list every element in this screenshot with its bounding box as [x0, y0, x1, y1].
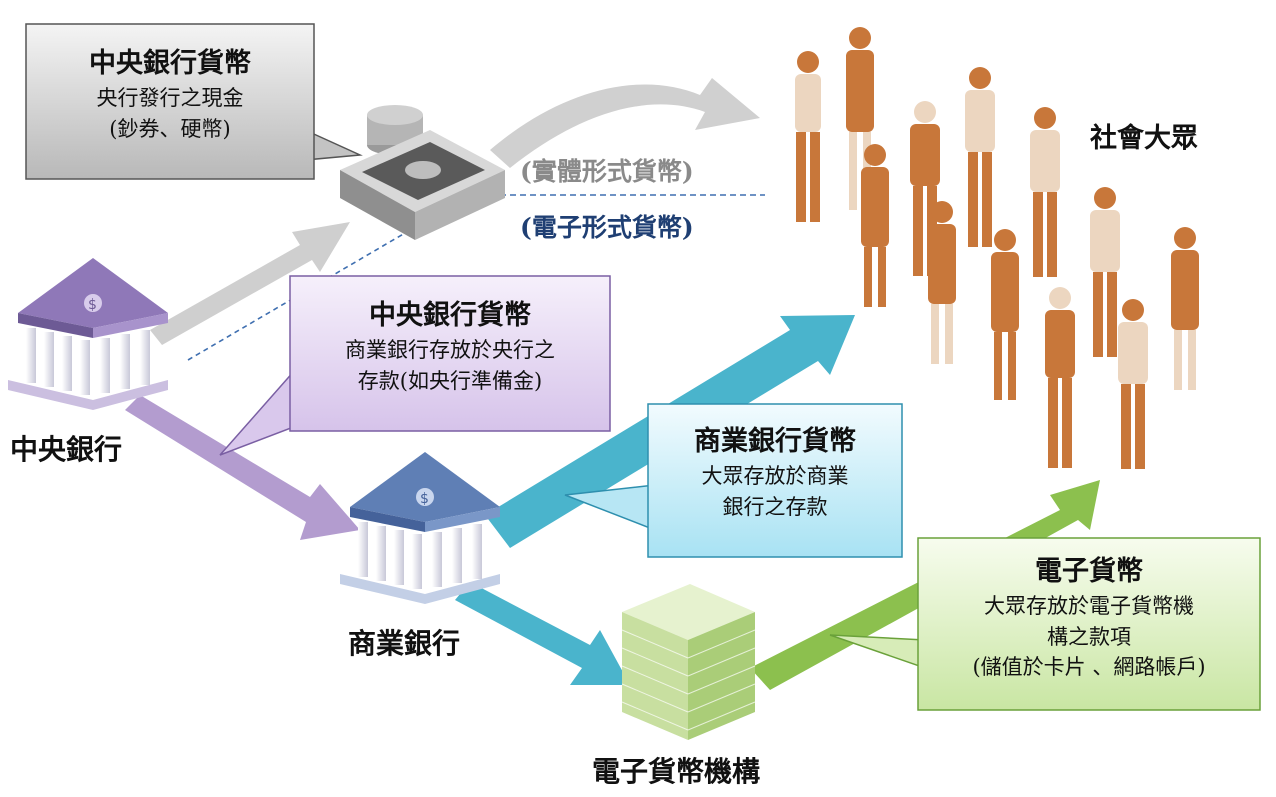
callout-title: 商業銀行貨幣 [694, 426, 856, 457]
emoney-building-icon [621, 584, 756, 740]
electronic-form-label: (電子形式貨幣) [520, 213, 694, 242]
callout-line: (儲值於卡片 、網路帳戶) [972, 655, 1206, 680]
central-to-commercial-arrow [125, 395, 360, 540]
callout-title: 中央銀行貨幣 [369, 300, 531, 331]
callout-line: 央行發行之現金 [96, 86, 244, 111]
callout-commercial-money [564, 403, 903, 558]
svg-text:$: $ [88, 297, 97, 313]
callout-cb-currency [25, 23, 363, 180]
callout-line: 銀行之存款 [722, 494, 828, 519]
callout-line: 商業銀行存放於央行之 [345, 338, 555, 363]
cash-stack-icon [340, 105, 505, 240]
svg-text:$: $ [420, 491, 429, 507]
callout-title: 電子貨幣 [1035, 556, 1143, 587]
physical-form-label: (實體形式貨幣) [520, 157, 694, 186]
callout-line: 大眾存放於商業 [701, 464, 849, 489]
callout-line: 大眾存放於電子貨幣機 [984, 594, 1194, 619]
callout-cb-currency-text: 中央銀行貨幣 央行發行之現金 (鈔券、硬幣) [26, 44, 314, 144]
commercial-bank-icon: $ [340, 452, 500, 604]
public-label: 社會大眾 [1090, 123, 1198, 154]
central-bank-label: 中央銀行 [10, 433, 123, 466]
callout-commercial-money-text: 商業銀行貨幣 大眾存放於商業 銀行之存款 [648, 422, 902, 522]
callout-line: 構之款項 [1047, 624, 1131, 649]
central-bank-icon: $ [8, 258, 168, 410]
public-crowd-icon [795, 27, 1199, 469]
callout-line: 存款(如央行準備金) [357, 368, 543, 393]
callout-e-money [829, 537, 1261, 711]
e-money-institution-label: 電子貨幣機構 [592, 755, 761, 788]
commercial-bank-label: 商業銀行 [348, 627, 461, 660]
callout-title: 中央銀行貨幣 [89, 48, 251, 79]
callout-cb-reserves-text: 中央銀行貨幣 商業銀行存放於央行之 存款(如央行準備金) [290, 296, 610, 396]
callout-cb-reserves [219, 275, 611, 456]
callout-line: (鈔券、硬幣) [109, 116, 231, 141]
physical-money-arrow [150, 78, 760, 345]
commercial-to-emoney-arrow [455, 582, 630, 685]
callout-e-money-text: 電子貨幣 大眾存放於電子貨幣機 構之款項 (儲值於卡片 、網路帳戶) [918, 552, 1260, 682]
